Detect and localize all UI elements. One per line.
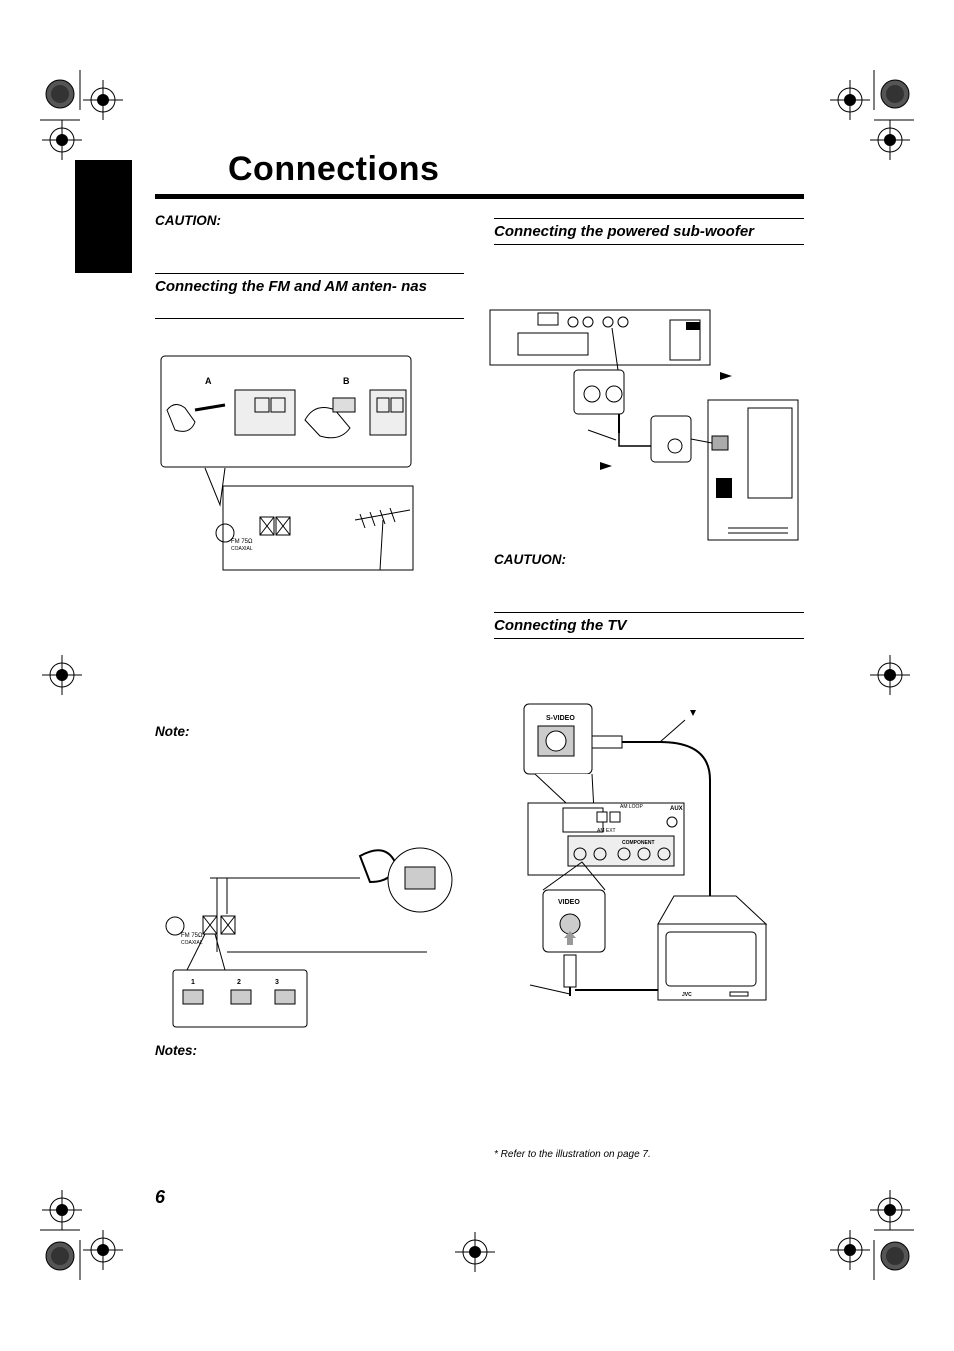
page-number: 6	[155, 1187, 166, 1207]
hand-plug-b	[304, 389, 407, 439]
tv-heading: Connecting the TV	[494, 617, 627, 634]
page-title: Connections	[228, 150, 440, 188]
antenna-heading: Connecting the FM and AM anten- nas	[155, 278, 427, 295]
aux-label: AUX	[670, 806, 683, 812]
am-antenna-illustration: FM 75Ω COAXIAL 1 2 3	[165, 847, 453, 1028]
subwoofer-heading: Connecting the powered sub-woofer	[494, 223, 755, 240]
note-label: Note:	[155, 724, 190, 739]
subwoofer-illustration	[489, 309, 799, 541]
label-a: A	[205, 376, 212, 386]
outdoor-antenna-icon	[354, 507, 411, 571]
notes-label: Notes:	[155, 1043, 198, 1058]
component-label: COMPONENT	[622, 840, 655, 846]
brand-label: JVC	[682, 992, 692, 998]
subwoofer-heading-rule-top	[494, 218, 804, 219]
antenna-heading-rule-bottom	[155, 318, 464, 319]
tv-illustration: S-VIDEO AM EXT AM LOOP AUX COMPONENT VID…	[523, 703, 768, 1001]
cautuon-label: CAUTUON:	[494, 552, 566, 567]
caution-label: CAUTION:	[155, 213, 221, 228]
svideo-label: S-VIDEO	[546, 715, 575, 722]
step-2: 2	[237, 979, 241, 986]
step-3: 3	[275, 979, 279, 986]
fm-terminal-label: FM 75Ω	[231, 539, 253, 545]
video-label: VIDEO	[558, 899, 580, 906]
am-ext-label: AM EXT	[597, 828, 616, 834]
step-1: 1	[191, 979, 195, 986]
fm-terminal-sub: COAXIAL	[231, 546, 253, 552]
subwoofer-heading-rule-bottom	[494, 244, 804, 245]
am-loop-label: AM LOOP	[620, 804, 643, 810]
hand-plug-a	[166, 389, 296, 436]
am-fm-terminal-label: FM 75Ω	[181, 933, 203, 939]
am-fm-terminal-sub: COAXIAL	[181, 940, 203, 946]
tv-heading-rule-top	[494, 612, 804, 613]
footnote: * Refer to the illustration on page 7.	[494, 1149, 651, 1160]
language-tab	[75, 160, 132, 273]
label-b: B	[343, 376, 350, 386]
title-rule	[155, 194, 804, 199]
fm-antenna-illustration: A B FM 75Ω COAXIAL	[160, 355, 414, 571]
antenna-heading-rule-top	[155, 273, 464, 274]
tv-heading-rule-bottom	[494, 638, 804, 639]
crop-lines-top	[40, 70, 914, 1280]
